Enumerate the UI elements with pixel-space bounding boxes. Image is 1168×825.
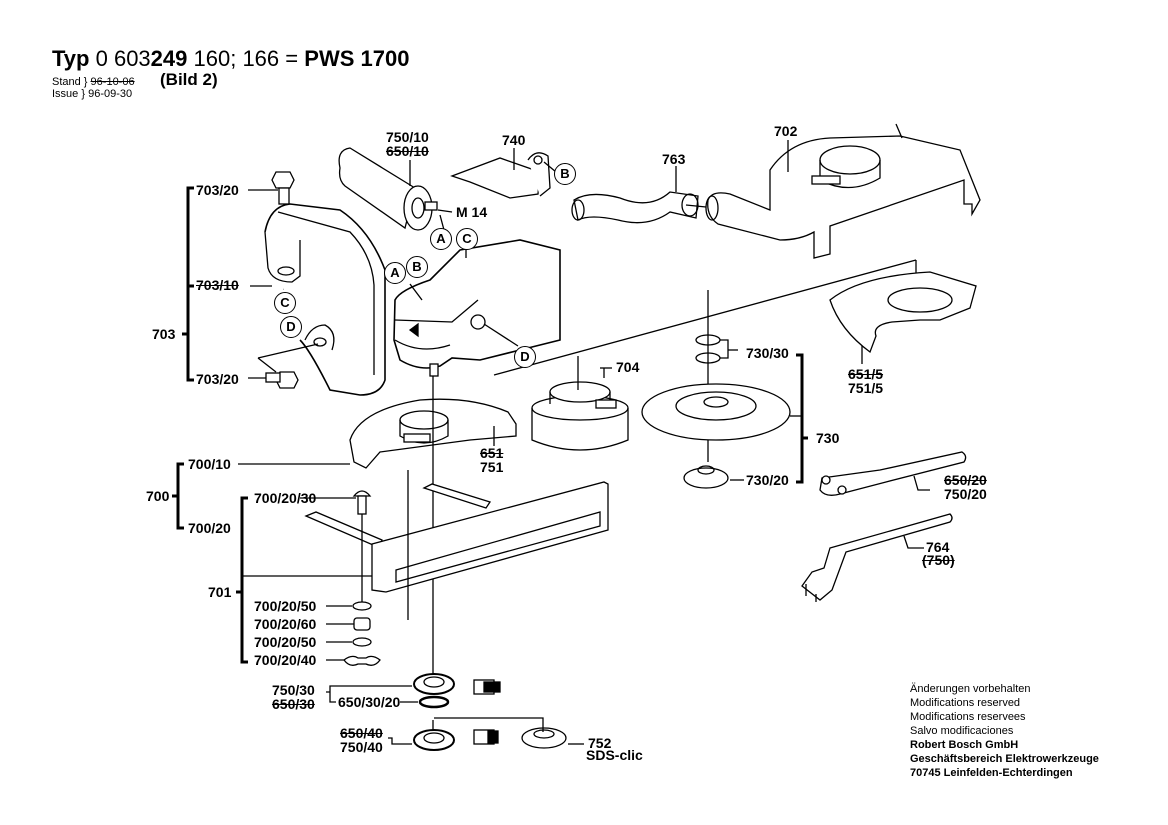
part-label-703-20: 703/20 [196,371,239,387]
hose-763 [571,166,707,224]
part-label-700-20-30: 700/20/30 [254,490,317,506]
part-label-730-30: 730/30 [746,345,789,361]
part-label-700-10: 700/10 [188,456,231,472]
wrench-764 [801,513,953,602]
marker-c: C [274,292,296,314]
part-label-651: 651 [480,445,504,461]
part-label-703-20: 703/20 [196,182,239,198]
spring-700-20-60 [353,617,371,631]
company-address: 70745 Leinfelden-Echterdingen [910,767,1073,779]
bracket-703 [186,186,194,382]
marker-b: B [554,163,576,185]
model-name: PWS 1700 [304,46,410,71]
part-label-752: 752 [588,735,612,751]
part-label-750-10: 750/10 [386,129,429,145]
part-label-702: 702 [774,123,798,139]
part-label-700: 700 [146,488,170,504]
part-label-651-5: 651/5 [848,366,884,382]
part-label-704: 704 [616,359,640,375]
part-label-650-30-20: 650/30/20 [338,694,401,710]
part-label-m14: M 14 [456,204,488,220]
part-label-650-10: 650/10 [386,143,429,159]
wingnut-700-20-40 [343,655,381,666]
guard-751-5 [829,271,977,364]
bracket-740 [450,148,557,199]
part-label-650-40: 650/40 [340,725,383,741]
part-label-750-20: 750/20 [944,486,987,502]
part-label-751-5: 751/5 [848,380,884,396]
carriage-bolt-700-20-30 [300,490,372,605]
issue-date: 96-09-30 [88,88,133,100]
part-label-650-30: 650/30 [272,696,315,712]
o-ring-650-30-20 [418,695,450,709]
part-label-750-paren: (750) [922,552,955,568]
wrench-symbol-icon-2 [473,729,499,745]
quick-nut-752 [521,727,567,749]
marker-d: D [514,346,536,368]
marker-c: C [456,228,478,250]
part-label-700-20-50: 700/20/50 [254,598,317,614]
part-label-650-20: 650/20 [944,472,987,488]
company-division: Geschäftsbereich Elektrowerkzeuge [910,753,1099,765]
bracket-730 [796,353,804,484]
marker-b: B [406,256,428,278]
washer-700-20-50b [352,637,372,647]
backing-pad-730 [641,290,802,489]
part-label-751: 751 [480,459,504,475]
marker-a: A [430,228,452,250]
part-label-700-20-40: 700/20/40 [254,652,317,668]
part-label-740: 740 [502,132,526,148]
diagram-title: Typ 0 603249 160; 166 = PWS 1700 [52,46,410,71]
extraction-guard-702 [705,123,981,259]
flange-750-30 [413,673,455,695]
marker-d: D [280,316,302,338]
part-label-703-10: 703/10 [196,277,239,293]
part-label-750-30: 750/30 [272,682,315,698]
bracket-700 [176,462,184,530]
side-handle-750-10 [338,147,453,231]
footer-notice: Änderungen vorbehalten Modifications res… [910,683,1099,779]
part-label-sds-clic: SDS-clic [586,747,643,763]
cutting-guide-701 [304,470,609,620]
marker-a: A [384,262,406,284]
revision-block: Stand } 96-10-06 Issue } 96-09-30 [52,76,135,100]
guard-704 [531,356,629,451]
part-label-764: 764 [926,539,950,555]
flange-750-40 [413,729,455,751]
figure-number: (Bild 2) [160,70,218,89]
company-name: Robert Bosch GmbH [910,739,1019,751]
part-label-730: 730 [816,430,840,446]
part-label-701: 701 [208,584,232,600]
part-label-730-20: 730/20 [746,472,789,488]
part-label-750-40: 750/40 [340,739,383,755]
part-label-700-20-50: 700/20/50 [254,634,317,650]
part-label-703: 703 [152,326,176,342]
stand-date: 96-10-06 [90,76,135,88]
part-label-763: 763 [662,151,686,167]
part-label-700-20-60: 700/20/60 [254,616,317,632]
wrench-750-20 [819,451,967,496]
bolt-703-20-bottom [257,343,319,389]
washer-700-20-50a [352,601,372,611]
bracket-701 [240,496,248,664]
part-label-700-20: 700/20 [188,520,231,536]
wrench-symbol-icon-1 [473,679,501,695]
